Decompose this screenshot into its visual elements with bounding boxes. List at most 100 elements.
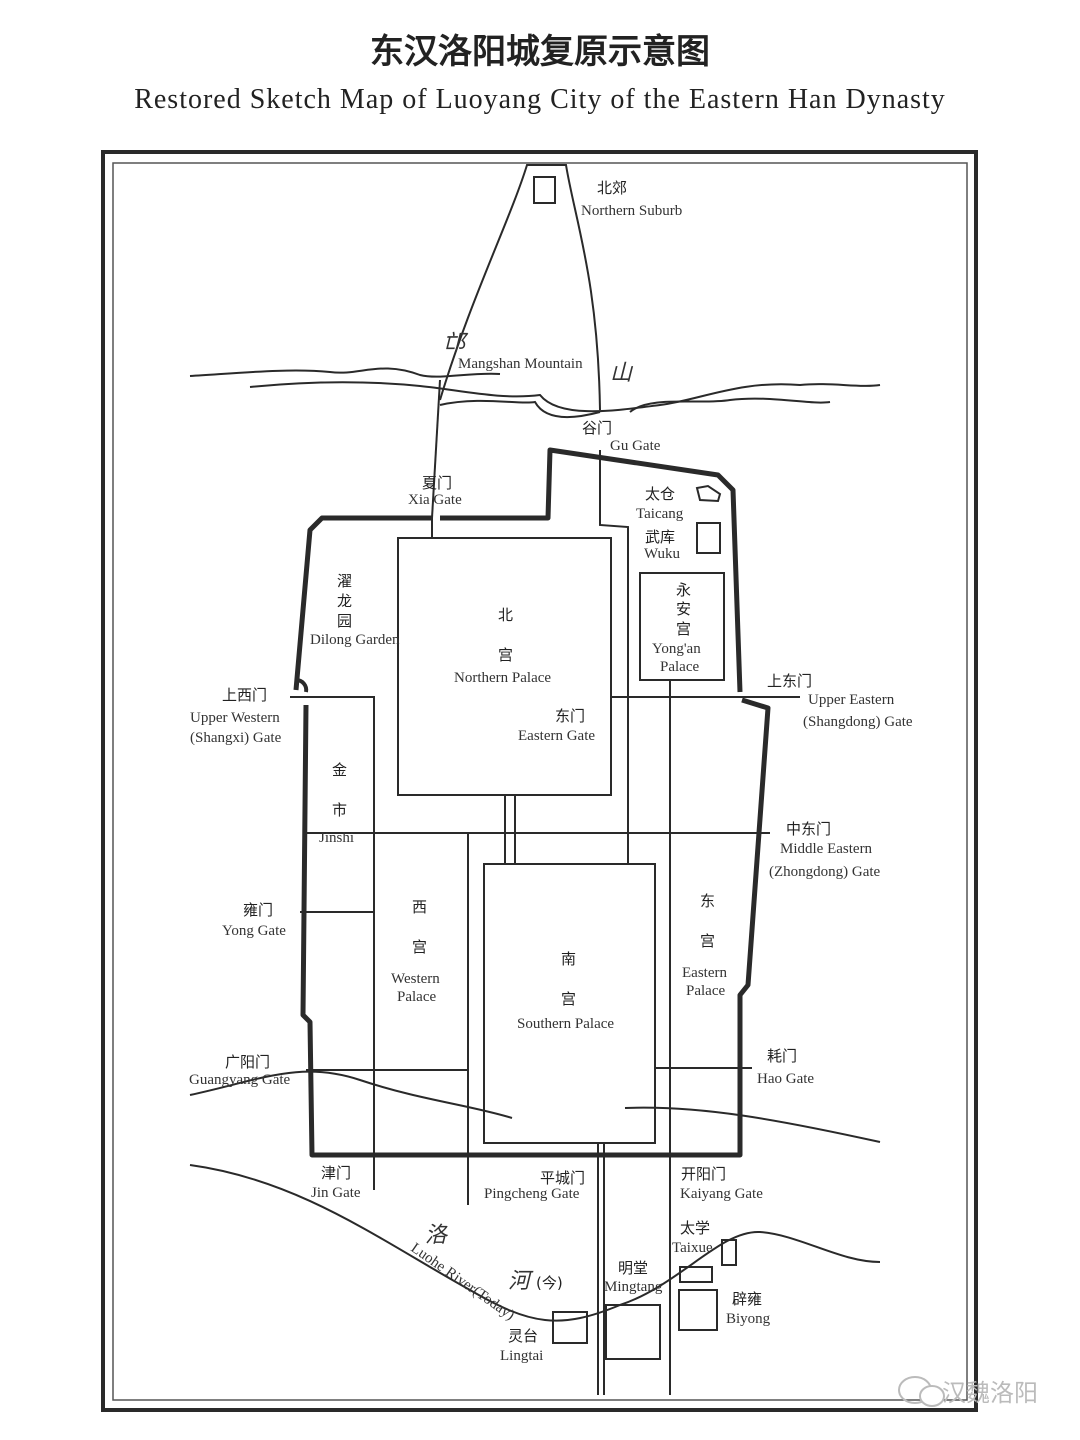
pingcheng-gate-en: Pingcheng Gate <box>484 1186 580 1202</box>
lingtai-rect <box>552 1311 588 1344</box>
southern-palace-zh-1: 南 <box>561 950 576 968</box>
map-subtitle: Restored Sketch Map of Luoyang City of t… <box>134 84 946 115</box>
dilong-zh-1: 濯 <box>337 572 352 590</box>
wuku-en: Wuku <box>644 546 681 562</box>
biyong-zh: 辟雍 <box>732 1290 762 1308</box>
eastern-palace-en-1: Eastern <box>682 965 727 981</box>
northern-suburb-altar <box>533 176 556 204</box>
eastern-gate-zh: 东门 <box>555 707 585 725</box>
hao-gate-zh: 耗门 <box>767 1047 797 1065</box>
map-title: 东汉洛阳城复原示意图 <box>370 32 710 72</box>
eastern-gate-en: Eastern Gate <box>518 728 595 744</box>
mingtang-rect <box>605 1304 661 1360</box>
yongan-zh-3: 宫 <box>676 620 691 638</box>
wuku-zh: 武库 <box>645 528 675 546</box>
kaiyang-gate-en: Kaiyang Gate <box>680 1186 763 1202</box>
roads <box>290 450 800 1395</box>
mangshan-zh-1: 邙 <box>443 331 469 356</box>
taixue-rect-small <box>721 1239 737 1266</box>
southern-palace-zh-2: 宫 <box>561 990 576 1008</box>
upper-western-gate-en-1: Upper Western <box>190 710 280 726</box>
jin-gate-en: Jin Gate <box>311 1185 361 1201</box>
guangyang-gate-en: Guangyang Gate <box>189 1072 291 1088</box>
luohe-zh-3: (今) <box>536 1274 563 1292</box>
northern-palace-en: Northern Palace <box>454 670 551 686</box>
mangshan-en: Mangshan Mountain <box>458 356 583 372</box>
taixue-en: Taixue <box>672 1240 713 1256</box>
taicang-en: Taicang <box>636 506 684 522</box>
yongan-palace-rect <box>639 572 725 681</box>
pingcheng-gate-zh: 平城门 <box>540 1169 585 1187</box>
mingtang-en: Mingtang <box>604 1279 663 1295</box>
jinshi-en: Jinshi <box>319 830 354 846</box>
yongan-zh-1: 永 <box>676 581 691 599</box>
southern-palace-en: Southern Palace <box>517 1016 614 1032</box>
lingtai-zh: 灵台 <box>508 1327 538 1345</box>
upper-eastern-gate-en-2: (Shangdong) Gate <box>803 714 913 730</box>
jinshi-zh-2: 市 <box>332 801 347 819</box>
taicang-zh: 太仓 <box>645 485 675 503</box>
yongan-en-2: Palace <box>660 659 699 675</box>
xia-gate-en: Xia Gate <box>408 492 462 508</box>
jin-gate-zh: 津门 <box>321 1164 351 1182</box>
wuku-rect <box>696 522 721 554</box>
taixue-zh: 太学 <box>680 1219 710 1237</box>
eastern-palace-zh-2: 宫 <box>700 932 715 950</box>
luohe-river-line <box>189 1164 881 1322</box>
northern-suburb-zh: 北郊 <box>597 179 627 197</box>
road-xia-north <box>431 379 441 519</box>
western-palace-en-2: Palace <box>397 989 436 1005</box>
northern-suburb-outline <box>439 164 601 411</box>
guangyang-gate-zh: 广阳门 <box>225 1053 270 1071</box>
luohe-zh-2: 河 <box>508 1269 534 1294</box>
western-palace-zh-2: 宫 <box>412 938 427 956</box>
southern-palace-rect <box>483 863 656 1144</box>
middle-eastern-gate-en-2: (Zhongdong) Gate <box>769 864 881 880</box>
mangshan-mountain-lines <box>189 367 881 419</box>
luohe-zh-1: 洛 <box>425 1223 449 1248</box>
northern-palace-zh-1: 北 <box>498 606 513 624</box>
eastern-palace-en-2: Palace <box>686 983 725 999</box>
northern-palace-rect <box>397 537 612 796</box>
upper-western-gate-en-2: (Shangxi) Gate <box>190 730 282 746</box>
eastern-palace-zh-1: 东 <box>700 892 715 910</box>
wechat-icon <box>898 1376 945 1407</box>
biyong-rect <box>678 1289 718 1331</box>
jinshi-zh-1: 金 <box>332 761 347 779</box>
river-north-west <box>189 1070 513 1119</box>
northern-suburb-en: Northern Suburb <box>581 203 682 219</box>
gu-gate-en: Gu Gate <box>610 438 661 454</box>
yong-gate-en: Yong Gate <box>222 923 286 939</box>
inner-frame <box>112 162 968 1401</box>
dilong-en: Dilong Garden <box>310 632 400 648</box>
northern-palace-zh-2: 宫 <box>498 646 513 664</box>
river-north-east <box>624 1106 881 1143</box>
middle-eastern-gate-en-1: Middle Eastern <box>780 841 873 857</box>
city-wall-north <box>293 447 743 693</box>
taixue-rect <box>679 1266 713 1283</box>
western-palace-en-1: Western <box>391 971 440 987</box>
yongan-en-1: Yong'an <box>652 641 701 657</box>
upper-eastern-gate-en-1: Upper Eastern <box>808 692 895 708</box>
mangshan-zh-2: 山 <box>610 361 634 386</box>
city-wall-south <box>300 697 771 1158</box>
taicang-shape <box>695 484 722 503</box>
upper-western-gate-zh: 上西门 <box>222 686 267 704</box>
dilong-zh-2: 龙 <box>337 592 352 610</box>
outer-frame <box>101 150 978 1412</box>
upper-western-gate-mark <box>295 678 309 693</box>
yong-gate-zh: 雍门 <box>243 901 273 919</box>
dilong-zh-3: 园 <box>337 612 352 630</box>
watermark-text: 汉魏洛阳 <box>942 1379 1038 1407</box>
lingtai-en: Lingtai <box>500 1348 543 1364</box>
yongan-zh-2: 安 <box>676 600 691 618</box>
luohe-river-en: Luohe River(Today) <box>408 1240 518 1323</box>
gu-gate-zh: 谷门 <box>582 419 612 437</box>
kaiyang-gate-zh: 开阳门 <box>681 1165 726 1183</box>
mingtang-zh: 明堂 <box>618 1259 648 1277</box>
biyong-en: Biyong <box>726 1311 771 1327</box>
hao-gate-en: Hao Gate <box>757 1071 814 1087</box>
xia-gate-zh: 夏门 <box>422 474 452 492</box>
western-palace-zh-1: 西 <box>412 898 427 916</box>
